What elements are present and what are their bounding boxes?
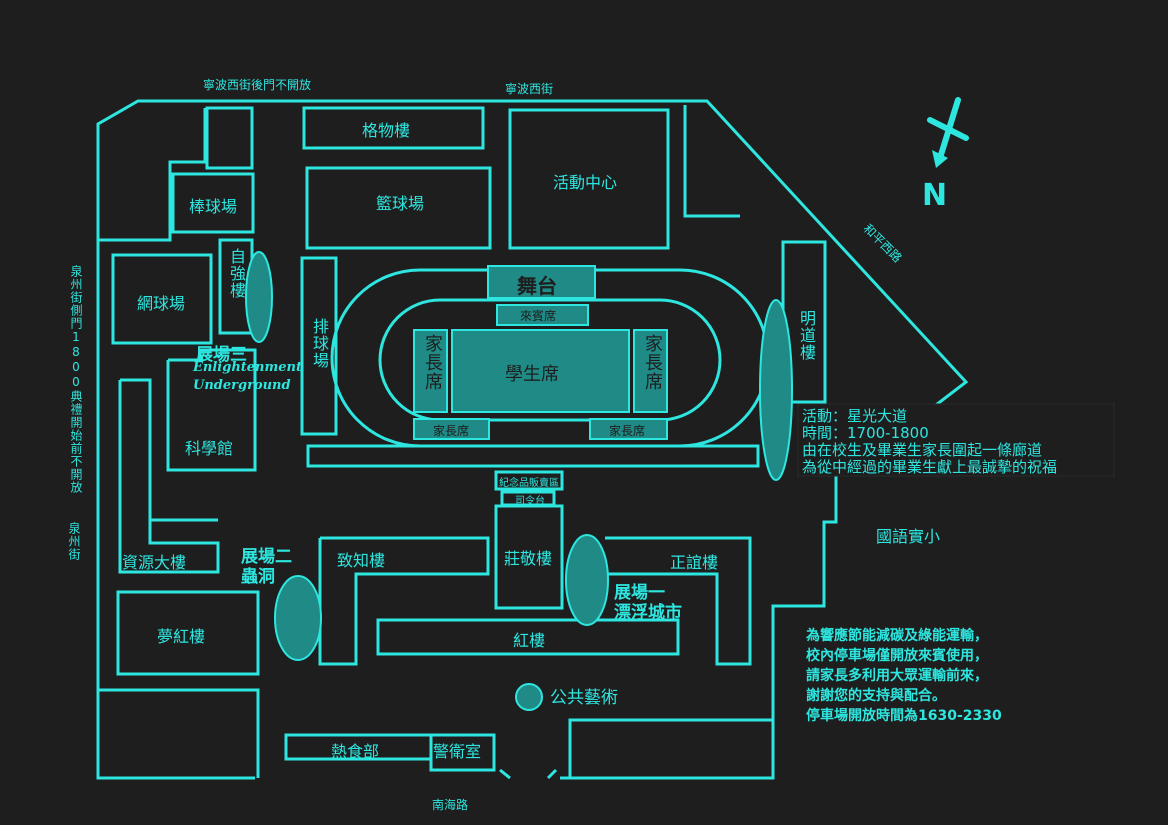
exhibit-three-en-1: Enlightenment bbox=[193, 360, 302, 375]
parking-note-line: 為響應節能減碳及綠能運輸， bbox=[806, 628, 988, 644]
parent-seats-right-block bbox=[633, 329, 668, 413]
south-wall-left bbox=[98, 688, 260, 778]
label-honglou: 紅樓 bbox=[513, 631, 546, 650]
road-nanhai: 南海路 bbox=[432, 798, 469, 812]
exhibit-corridor-area bbox=[759, 299, 793, 481]
label-mingdao: 明道樓 bbox=[797, 310, 816, 361]
building-menghong bbox=[116, 590, 260, 676]
building-science-outline bbox=[166, 348, 257, 472]
exhibit-two-area bbox=[274, 575, 322, 661]
label-guard-room: 警衛室 bbox=[433, 742, 482, 761]
label-volleyball: 排球場 bbox=[310, 318, 329, 369]
building-tennis bbox=[111, 253, 213, 345]
stage-block bbox=[487, 265, 596, 299]
road-quanzhou-side-gate: 泉州街側門1800典禮開始前不開放 bbox=[69, 265, 83, 494]
label-menghong: 夢紅樓 bbox=[157, 627, 206, 646]
event-note-line: 由在校生及畢業生家長圍起一條廊道 bbox=[802, 441, 1043, 459]
label-resource: 資源大樓 bbox=[122, 553, 187, 572]
event-note: 活動：星光大道 時間：1700-1800 由在校生及畢業生家長圍起一條廊道 為從… bbox=[802, 408, 1112, 476]
building-volleyball bbox=[300, 256, 338, 436]
event-note-frame bbox=[797, 403, 1115, 477]
label-elementary: 國語實小 bbox=[876, 527, 941, 546]
label-podium: 司令台 bbox=[515, 496, 545, 507]
gate-right bbox=[546, 768, 558, 780]
east-block bbox=[683, 105, 740, 218]
label-ziqiang: 自強樓 bbox=[227, 248, 246, 299]
parking-note-line: 校內停車場僅開放來賓使用， bbox=[806, 648, 988, 664]
south-wall-right bbox=[568, 718, 773, 778]
road-ningbo-west: 寧波西街 bbox=[505, 82, 554, 96]
parking-note: 為響應節能減碳及綠能運輸， 校內停車場僅開放來賓使用， 請家長多利用大眾運輸前來… bbox=[806, 626, 1066, 726]
building-podium bbox=[500, 490, 556, 507]
label-student-seats: 學生席 bbox=[505, 364, 559, 385]
label-science: 科學館 bbox=[185, 439, 234, 458]
event-note-line: 為從中經過的畢業生獻上最誠摯的祝福 bbox=[802, 458, 1058, 476]
building-guard bbox=[429, 733, 496, 772]
label-parent-seats-right: 家長席 bbox=[642, 334, 663, 391]
building-gewu bbox=[302, 106, 485, 150]
label-basketball: 籃球場 bbox=[376, 194, 425, 213]
building-basketball bbox=[305, 166, 492, 250]
west-wall bbox=[98, 108, 207, 242]
road-ningbo-back-gate: 寧波西街後門不開放 bbox=[203, 78, 312, 92]
parent-seats-bottom-left-block bbox=[413, 418, 490, 440]
north-arrow-icon bbox=[927, 97, 969, 161]
exhibit-one-title: 展場一 bbox=[614, 583, 665, 603]
label-guest-seats: 來賓席 bbox=[520, 309, 557, 323]
label-activity-center: 活動中心 bbox=[553, 173, 618, 192]
exhibit-one-name: 漂浮城市 bbox=[614, 603, 682, 623]
label-stage: 舞台 bbox=[517, 274, 557, 298]
exhibit-three-title: 展場三 bbox=[196, 345, 247, 365]
building-baseball bbox=[171, 172, 255, 234]
label-zhizhi: 致知樓 bbox=[337, 551, 386, 570]
building-small-top bbox=[205, 106, 254, 170]
event-note-line: 活動：星光大道 bbox=[802, 407, 908, 425]
building-zhizhi bbox=[318, 536, 490, 666]
parking-note-line: 請家長多利用大眾運輸前來， bbox=[806, 668, 988, 684]
label-souvenir: 紀念品販賣區 bbox=[499, 478, 559, 489]
building-honglou bbox=[376, 618, 680, 656]
label-baseball: 棒球場 bbox=[189, 197, 238, 216]
parent-seats-left-block bbox=[413, 329, 448, 413]
label-zhengyi: 正誼樓 bbox=[670, 553, 719, 572]
road-quanzhou: 泉州街 bbox=[67, 522, 81, 561]
building-activity bbox=[508, 108, 670, 250]
parking-note-line: 謝謝您的支持與配合。 bbox=[806, 688, 946, 704]
event-note-line: 時間：1700-1800 bbox=[802, 424, 929, 442]
gate-left bbox=[499, 768, 511, 780]
exhibit-one-area bbox=[565, 534, 609, 626]
label-cafeteria: 熱食部 bbox=[331, 742, 380, 761]
building-resource bbox=[118, 378, 220, 574]
exhibit-three-area bbox=[245, 251, 273, 343]
track-bottom-band bbox=[306, 444, 760, 468]
label-public-art: 公共藝術 bbox=[550, 688, 618, 708]
student-seats-block bbox=[451, 329, 630, 413]
label-tennis: 網球場 bbox=[137, 294, 186, 313]
building-zhengyi bbox=[605, 536, 752, 666]
label-parent-seats-bottom-left: 家長席 bbox=[433, 424, 470, 438]
parent-seats-bottom-right-block bbox=[589, 418, 668, 440]
building-souvenir bbox=[494, 470, 564, 491]
guest-seats-block bbox=[496, 304, 589, 326]
label-parent-seats-bottom-right: 家長席 bbox=[609, 424, 646, 438]
exhibit-two-title: 展場二 bbox=[241, 547, 292, 567]
public-art-marker bbox=[515, 683, 543, 711]
label-parent-seats-left: 家長席 bbox=[422, 334, 443, 391]
label-zhuangjing: 莊敬樓 bbox=[504, 549, 553, 568]
exhibit-three-en-2: Underground bbox=[193, 378, 291, 393]
label-gewu: 格物樓 bbox=[362, 121, 411, 140]
north-arrow-head-icon bbox=[932, 150, 948, 168]
north-label: N bbox=[922, 178, 948, 213]
parking-note-line: 停車場開放時間為1630-2330 bbox=[806, 708, 1002, 724]
exhibit-two-name: 蟲洞 bbox=[241, 567, 275, 587]
